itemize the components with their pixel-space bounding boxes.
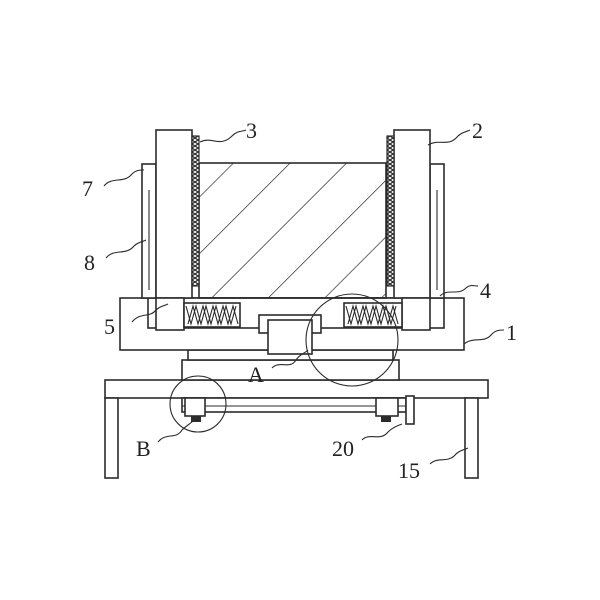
label-b: B [136,436,151,461]
detail-circle-a [305,293,399,387]
base-frame [104,379,489,479]
left-spring [183,302,241,328]
label-3: 3 [246,118,257,143]
label-2: 2 [472,118,483,143]
left-clamp [155,129,200,331]
carriage-upper-block [181,359,400,381]
center-post [267,319,313,355]
label-8: 8 [84,250,95,275]
label-4: 4 [480,278,491,303]
right-slider-foot [381,416,391,422]
leader-20 [361,423,403,441]
left-clamp-foot [155,297,185,331]
leader-2 [427,129,471,146]
leader-1 [463,329,505,345]
leader-15 [429,447,469,465]
right-spring [343,302,403,328]
leader-a [271,349,309,369]
leader-7 [103,169,145,187]
left-roller-block [184,397,206,417]
right-leg [464,397,479,479]
right-clamp-foot [401,297,431,331]
label-1: 1 [506,320,517,345]
right-clamp-pad [386,135,395,287]
right-roller-block [375,397,399,417]
carriage [181,349,415,425]
lower-rail [181,397,407,413]
left-slider-foot [191,416,201,422]
leader-8 [105,239,147,259]
left-clamp-pad [191,135,200,287]
label-a: A [248,362,264,387]
right-clamp [386,129,431,331]
leader-lines [103,129,505,465]
table-top [104,379,489,399]
leader-b [157,419,195,443]
label-15: 15 [398,458,420,483]
leader-5 [131,303,169,323]
part-labels: 3 2 7 8 5 4 1 A B 20 15 [82,118,517,483]
right-spring-coil-b [347,303,399,327]
left-clamp-column [155,129,193,299]
label-5: 5 [104,314,115,339]
right-clamp-column [393,129,431,299]
left-spring-coil-b [187,303,239,327]
label-20: 20 [332,436,354,461]
detail-circle-b [169,375,227,433]
workpiece-block [198,162,387,299]
leader-4 [439,284,479,297]
label-7: 7 [82,176,93,201]
left-leg [104,397,119,479]
end-plate [405,395,415,425]
leader-3 [199,129,247,143]
